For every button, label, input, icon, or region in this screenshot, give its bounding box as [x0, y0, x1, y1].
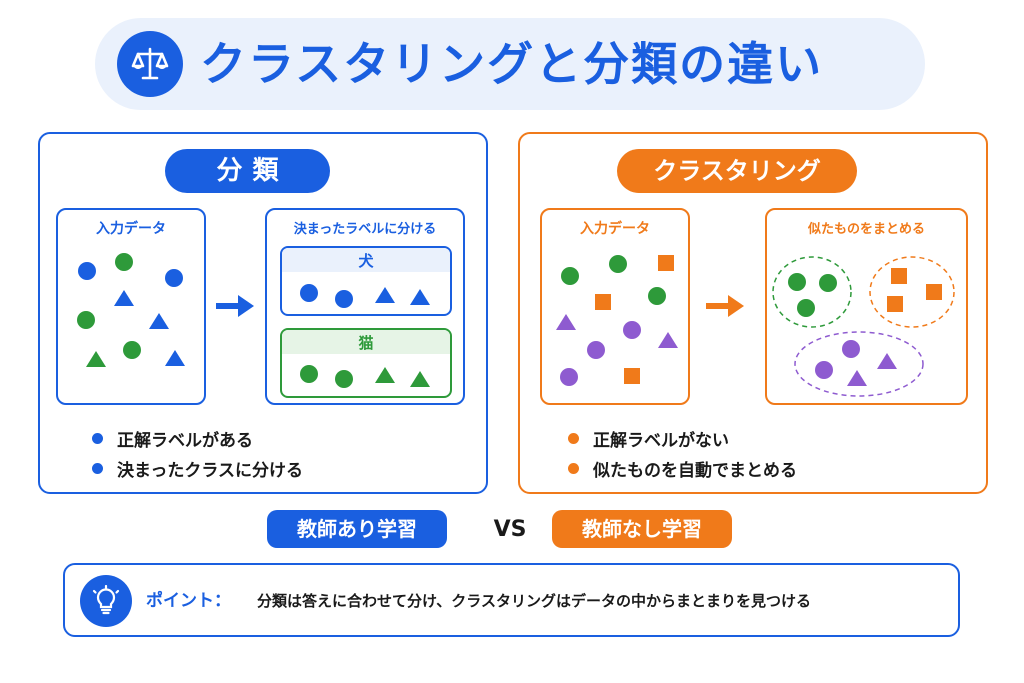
clustering-result-box	[765, 208, 968, 405]
classification-bullet: 決まったクラスに分ける	[92, 455, 303, 481]
purple-triangle	[658, 332, 678, 348]
blue-circle	[300, 284, 318, 302]
purple-circle	[587, 341, 605, 359]
clustering-arrow	[706, 295, 744, 317]
green-circle	[561, 267, 579, 285]
bullet-dot	[568, 462, 579, 474]
supervised-learning-badge: 教師あり学習	[267, 510, 447, 548]
orange-cluster	[869, 256, 955, 328]
blue-triangle	[149, 313, 169, 329]
dog-group-label: 犬	[358, 252, 374, 270]
green-circle	[77, 311, 95, 329]
unsupervised-learning-badge: 教師なし学習	[552, 510, 732, 548]
clustering-input-box	[540, 208, 690, 405]
purple-circle	[815, 361, 833, 379]
green-circle	[797, 299, 815, 317]
point-text: 分類は答えに合わせて分け、クラスタリングはデータの中からまとまりを見つける	[257, 592, 811, 610]
cat-group-shapes	[300, 365, 430, 388]
green-circle	[300, 365, 318, 383]
classification-bullet: 正解ラベルがある	[92, 425, 253, 451]
orange-square	[926, 284, 942, 300]
classification-input-box	[56, 208, 206, 405]
title-banner	[95, 18, 925, 110]
classification-bullet-text: 正解ラベルがある	[117, 430, 253, 451]
green-triangle	[410, 371, 430, 387]
purple-triangle	[556, 314, 576, 330]
clustering-bullet-text: 正解ラベルがない	[593, 430, 729, 451]
green-cluster	[772, 256, 852, 328]
blue-circle	[165, 269, 183, 287]
clustering-bullet: 正解ラベルがない	[568, 425, 729, 451]
green-triangle	[86, 351, 106, 367]
purple-triangle	[877, 353, 897, 369]
classification-heading: 分類	[165, 149, 330, 193]
blue-triangle	[114, 290, 134, 306]
bullet-dot	[92, 432, 103, 444]
green-triangle	[375, 367, 395, 383]
clustering-bullet-text: 似たものを自動でまとめる	[593, 460, 797, 481]
orange-square	[624, 368, 640, 384]
classification-input-label: 入力データ	[96, 221, 166, 237]
orange-square	[658, 255, 674, 271]
classification-bullet-text: 決まったクラスに分ける	[117, 460, 303, 481]
green-circle	[335, 370, 353, 388]
blue-circle	[78, 262, 96, 280]
clustering-heading: クラスタリング	[617, 149, 857, 193]
cat-group-label: 猫	[358, 334, 374, 352]
purple-triangle	[847, 370, 867, 386]
orange-square	[891, 268, 907, 284]
point-label: ポイント：	[146, 591, 231, 611]
classification-input-shapes	[77, 253, 185, 367]
clustering-input-shapes	[556, 255, 678, 386]
green-circle	[648, 287, 666, 305]
purple-circle	[842, 340, 860, 358]
dog-group-header	[282, 248, 450, 272]
classification-result-box	[265, 208, 465, 405]
blue-triangle	[165, 350, 185, 366]
green-circle	[609, 255, 627, 273]
bullet-dot	[568, 432, 579, 444]
green-circle	[819, 274, 837, 292]
point-box	[63, 563, 960, 637]
classification-result-label: 決まったラベルに分ける	[293, 222, 437, 237]
clustering-result-label: 似たものをまとめる	[807, 222, 925, 237]
clustering-input-label: 入力データ	[580, 221, 650, 237]
page-title: クラスタリングと分類の違い	[200, 37, 824, 91]
clustering-bullet: 似たものを自動でまとめる	[568, 455, 797, 481]
green-circle	[788, 273, 806, 291]
lightbulb-icon	[80, 575, 132, 627]
blue-triangle	[410, 289, 430, 305]
purple-circle	[560, 368, 578, 386]
green-circle	[123, 341, 141, 359]
cat-group-box	[280, 328, 452, 398]
vs-label: VS	[493, 517, 527, 542]
bullet-dot	[92, 462, 103, 474]
purple-circle	[623, 321, 641, 339]
blue-circle	[335, 290, 353, 308]
orange-square	[887, 296, 903, 312]
purple-cluster	[794, 331, 924, 397]
scales-icon	[117, 31, 183, 97]
blue-triangle	[375, 287, 395, 303]
classification-panel	[38, 132, 488, 494]
classification-arrow	[216, 295, 254, 317]
cat-group-header	[282, 330, 450, 354]
orange-square	[595, 294, 611, 310]
clustering-panel	[518, 132, 988, 494]
green-circle	[115, 253, 133, 271]
dog-group-shapes	[300, 284, 430, 308]
